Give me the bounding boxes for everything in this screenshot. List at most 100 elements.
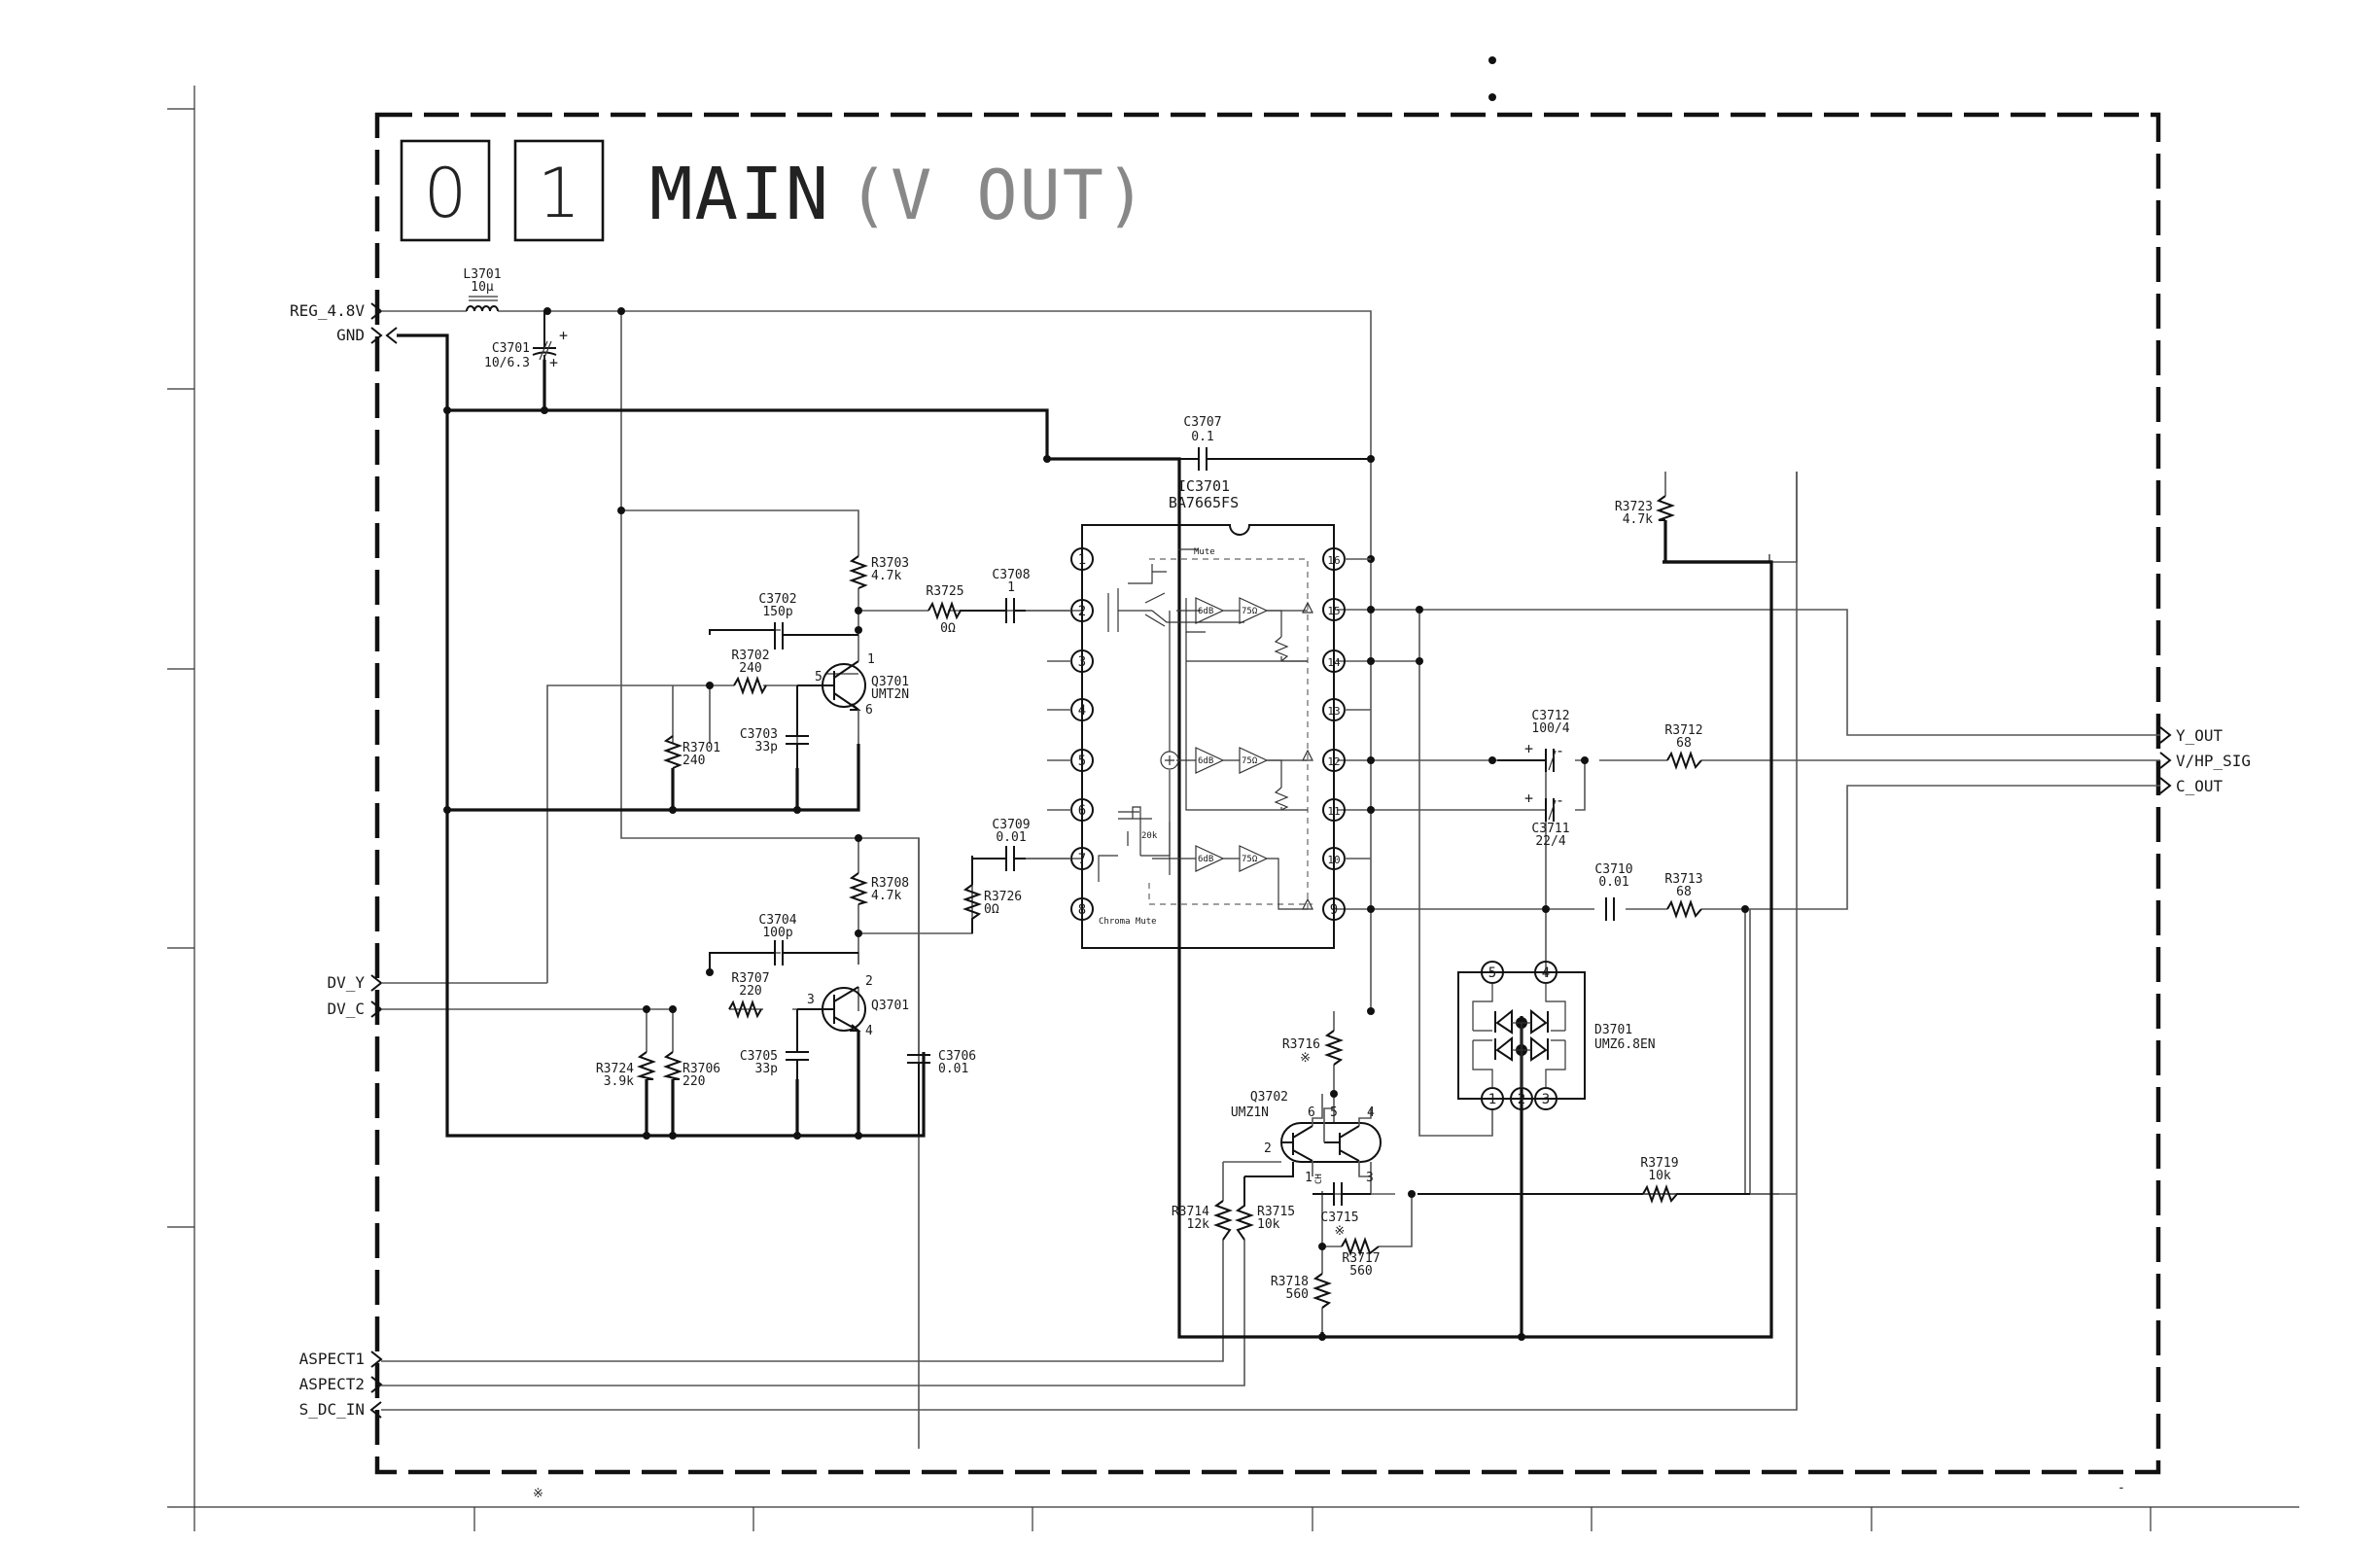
- r3723-ref: R3723: [1615, 500, 1653, 514]
- amp-label-a3: 6dB: [1198, 855, 1213, 864]
- cap-c3707: C3707 0.1: [1047, 415, 1371, 471]
- r3725-ref: R3725: [926, 584, 963, 599]
- footer-note: ※: [533, 1487, 543, 1501]
- c3711-val: 22/4: [1535, 834, 1565, 849]
- c3707-ref: C3707: [1183, 415, 1221, 430]
- c3702-val: 150p: [762, 605, 792, 619]
- r3713-ref: R3713: [1664, 872, 1702, 887]
- q3702-pin-3: 3: [1366, 1171, 1374, 1185]
- svg-text:+: +: [1524, 740, 1533, 757]
- cap-c3706: C3706 0.01: [907, 1049, 976, 1136]
- r3715-ref: R3715: [1257, 1205, 1295, 1219]
- resistor-r3715: R3715 10k: [1235, 1162, 1295, 1241]
- title-sub: (V OUT): [848, 156, 1148, 235]
- title-block: 0 1 MAIN (V OUT): [400, 139, 1148, 242]
- q3702-pin-1: 1: [1305, 1171, 1312, 1185]
- c3703-val: 33p: [755, 740, 779, 754]
- title-box-1: 0: [424, 154, 468, 233]
- r3726-val: 0Ω: [984, 902, 999, 917]
- title-box-2: 1: [538, 154, 581, 233]
- r3708-val: 4.7k: [871, 889, 901, 903]
- c3704-val: 100p: [762, 926, 792, 940]
- c3715-pol: CH: [1314, 1174, 1324, 1184]
- resistor-r3702: R3702 240: [731, 649, 770, 695]
- r3714-ref: R3714: [1172, 1205, 1209, 1219]
- c3703-ref: C3703: [740, 727, 778, 742]
- r3719-val: 10k: [1648, 1169, 1671, 1183]
- ic-ref: IC3701: [1177, 477, 1230, 495]
- svg-text:+: +: [1524, 790, 1533, 807]
- amp-label-b3: 75Ω: [1242, 855, 1258, 864]
- r3707-val: 220: [739, 984, 761, 999]
- c3712-val: 100/4: [1531, 721, 1569, 736]
- c3706-ref: C3706: [938, 1049, 976, 1064]
- output-ports: Y_OUT V/HP_SIG C_OUT: [2159, 726, 2251, 795]
- q3701a-val: UMT2N: [871, 687, 909, 702]
- r3712-val: 68: [1676, 736, 1692, 751]
- amp-label-b1: 75Ω: [1242, 607, 1258, 616]
- r3703-val: 4.7k: [871, 569, 901, 583]
- svg-text:+: +: [559, 327, 568, 344]
- ic-chroma-mute-label: Chroma Mute: [1099, 917, 1157, 927]
- resistor-r3723: R3723 4.7k: [1615, 472, 1675, 527]
- resistor-r3708: R3708 4.7k: [849, 872, 909, 905]
- c3705-ref: C3705: [740, 1049, 778, 1064]
- cap-c3709: C3709 0.01: [971, 818, 1031, 871]
- d3701-pin-5: 5: [1488, 965, 1496, 981]
- resistor-r3719: R3719 10k: [1418, 1156, 1750, 1204]
- c3705-val: 33p: [755, 1062, 779, 1076]
- port-reg: REG_4.8V: [290, 301, 365, 320]
- q3701b-pin-2: 2: [865, 974, 873, 989]
- c3701-val: 10/6.3: [484, 356, 530, 370]
- title-main: MAIN: [649, 153, 830, 236]
- svg-text:-: -: [1556, 742, 1564, 759]
- ic-pin-5: 5: [1078, 754, 1086, 769]
- l3701-ref: L3701: [463, 267, 501, 282]
- l3701-val: 10μ: [471, 280, 494, 295]
- input-ports: REG_4.8V GND DV_Y DV_C ASPECT1 ASPECT2 S…: [290, 301, 398, 1419]
- ic-pins-right: 16 15 14 13 12 11 10 9: [1322, 547, 1371, 921]
- q3701a-ref: Q3701: [871, 675, 909, 689]
- cap-c3715: CH C3715 ※: [1312, 1174, 1371, 1239]
- resistor-r3716: R3716 ※: [1282, 1030, 1344, 1066]
- d3701-pin-4: 4: [1542, 965, 1550, 981]
- resistor-r3726: R3726 0Ω: [962, 856, 1022, 933]
- r3701-val: 240: [682, 754, 705, 768]
- c3709-ref: C3709: [992, 818, 1030, 832]
- q3701a-pin-1: 1: [867, 652, 875, 667]
- q3701b-pin-3: 3: [807, 993, 815, 1007]
- r3719-ref: R3719: [1640, 1156, 1678, 1171]
- junctions: [443, 307, 1749, 1341]
- r3723-val: 4.7k: [1623, 512, 1653, 527]
- r3707-ref: R3707: [731, 971, 769, 986]
- q3701a-pin-6: 6: [865, 703, 873, 718]
- c3704-ref: C3704: [758, 913, 796, 928]
- port-dv-y: DV_Y: [327, 973, 365, 992]
- q3701b-ref: Q3701: [871, 999, 909, 1013]
- r3725-val: 0Ω: [940, 621, 956, 636]
- port-c-out: C_OUT: [2176, 777, 2223, 795]
- resistor-r3707: R3707 220: [728, 971, 770, 1019]
- ic-pin-14: 14: [1327, 656, 1341, 669]
- q3702-pin-5: 5: [1330, 1105, 1338, 1120]
- r3702-ref: R3702: [731, 649, 769, 663]
- c3709-val: 0.01: [996, 830, 1026, 845]
- sheet-frame: [167, 56, 2299, 1531]
- ic-pin-11: 11: [1327, 805, 1340, 818]
- r3713-val: 68: [1676, 885, 1692, 899]
- amp-label-a1: 6dB: [1198, 607, 1213, 616]
- transistor-q3701b: 2 3 4 Q3701: [797, 974, 909, 1038]
- transistor-q3701a: 1 5 6 Q3701 UMT2N: [797, 649, 909, 744]
- d3701-pin-3: 3: [1542, 1092, 1550, 1107]
- r3702-val: 240: [739, 661, 761, 676]
- q3702-pin-4: 4: [1367, 1105, 1375, 1120]
- ic-mute-label: Mute: [1194, 547, 1215, 557]
- port-aspect2: ASPECT2: [299, 1375, 365, 1393]
- c3712-ref: C3712: [1531, 709, 1569, 723]
- r3718-ref: R3718: [1271, 1275, 1309, 1289]
- r3708-ref: R3708: [871, 876, 909, 891]
- c3711-ref: C3711: [1531, 822, 1569, 836]
- resistor-r3706: R3706 220: [662, 1051, 720, 1089]
- q3702-val: UMZ1N: [1231, 1105, 1269, 1120]
